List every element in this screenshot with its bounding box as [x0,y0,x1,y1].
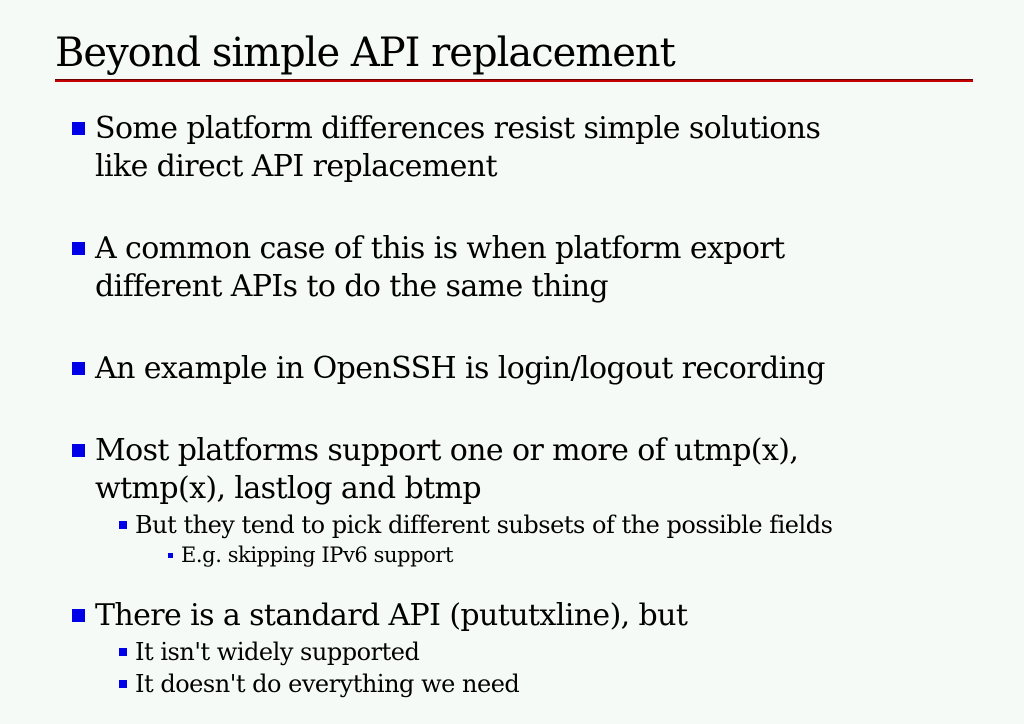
bullet-text: It isn't widely supported [135,638,420,666]
bullet-text: An example in OpenSSH is login/logout re… [95,351,825,386]
sub-bullet-item: It doesn't do everything we need [119,669,1024,699]
bullet-square-icon [72,444,85,457]
bullet-square-icon [72,609,85,622]
sub-bullet-item: It isn't widely supported [119,637,1024,667]
bullet-text: E.g. skipping IPv6 support [181,543,453,567]
bullet-text: But they tend to pick different subsets … [135,511,833,539]
bullet-square-icon [72,362,85,375]
bullet-item: Some platform differences resist simple … [72,110,1024,186]
bullet-square-icon [168,553,173,558]
bullet-text: There is a standard API (pututxline), bu… [95,598,688,633]
bullet-square-icon [119,680,127,688]
bullet-item: An example in OpenSSH is login/logout re… [72,350,1024,388]
sub-sub-bullet-item: E.g. skipping IPv6 support [168,542,1024,569]
slide-body: Some platform differences resist simple … [0,110,1024,699]
bullet-item: Most platforms support one or more of ut… [72,432,1024,508]
bullet-text: Some platform differences resist simple … [95,111,821,184]
bullet-item: A common case of this is when platform e… [72,230,1024,306]
bullet-item: There is a standard API (pututxline), bu… [72,597,1024,635]
bullet-square-icon [72,122,85,135]
bullet-square-icon [119,521,127,529]
slide-title: Beyond simple API replacement [55,30,676,76]
title-underline-rule [55,79,973,82]
bullet-square-icon [72,242,85,255]
sub-bullet-item: But they tend to pick different subsets … [119,510,1024,540]
bullet-square-icon [119,648,127,656]
bullet-text: A common case of this is when platform e… [95,231,785,304]
bullet-text: Most platforms support one or more of ut… [95,433,799,506]
bullet-text: It doesn't do everything we need [135,670,520,698]
